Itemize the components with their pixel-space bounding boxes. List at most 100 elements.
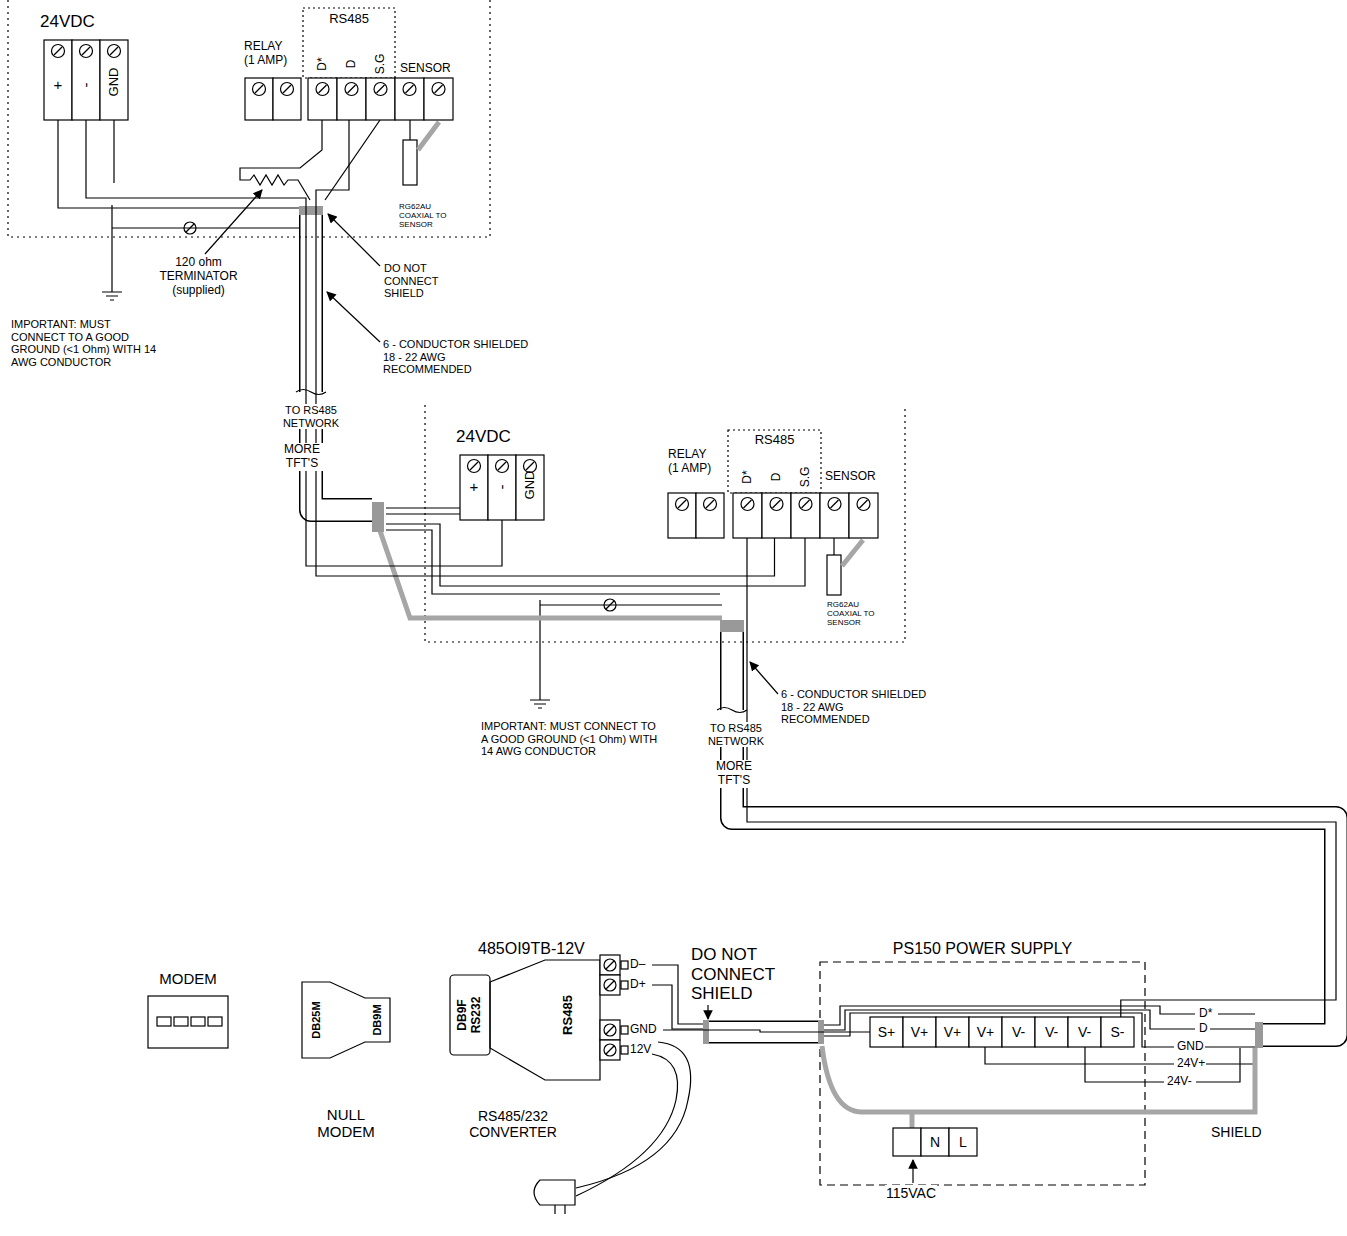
- screw-slot: [435, 85, 443, 93]
- terminal-label: S.G: [799, 467, 813, 488]
- note-label: IMPORTANT: MUST CONNECT TO A GOOD GROUND…: [10, 318, 162, 369]
- terminal-label: -: [77, 83, 94, 88]
- terminal-cell: [1101, 1017, 1134, 1047]
- drawing-rect: [450, 975, 490, 1055]
- terminal-label: S+: [870, 1024, 903, 1040]
- terminal-screw: [604, 1044, 616, 1056]
- drawing-g: [311, 212, 1336, 1035]
- terminal-cell: [936, 1017, 969, 1047]
- note-label: 115VAC: [885, 1185, 937, 1201]
- terminal-label: RS485: [561, 995, 576, 1035]
- drawing-g: [378, 122, 1255, 1128]
- wire-connector: [316, 120, 775, 576]
- sensor-terminal-block: SENSOR: [821, 468, 883, 538]
- terminal-screw: [604, 979, 616, 991]
- drawing-path: [606, 601, 614, 609]
- terminal-label: D*: [741, 470, 755, 483]
- terminal-screw: [374, 83, 387, 96]
- terminal-cell: [516, 455, 544, 520]
- sensor-terminal-block: SENSOR: [396, 60, 458, 120]
- screw-slot: [802, 500, 810, 508]
- terminal-cell: [395, 78, 424, 120]
- drawing-rect: [208, 1017, 222, 1026]
- drawing-rect: [148, 996, 228, 1048]
- terminal-screw: [741, 498, 754, 511]
- note-label: D*: [1198, 1007, 1213, 1021]
- drawing-g: [299, 206, 1263, 1048]
- terminal-screw: [704, 498, 717, 511]
- drawing-path: [425, 405, 905, 642]
- terminal-tab: [621, 981, 628, 989]
- drawing-path: [186, 224, 194, 232]
- terminal-screw: [828, 498, 841, 511]
- note-label: 120 ohm TERMINATOR (supplied): [150, 256, 247, 297]
- drawing-path: [842, 540, 863, 566]
- drawing-rect: [728, 430, 821, 493]
- note-label: SHIELD: [1210, 1124, 1263, 1140]
- screw-slot: [82, 47, 90, 55]
- terminal-cell: [969, 1017, 1002, 1047]
- terminal-screw: [857, 498, 870, 511]
- drawing-path: [1085, 1047, 1164, 1082]
- terminal-cell: [921, 1128, 949, 1156]
- terminal-cell: [600, 1040, 620, 1060]
- note-label: MORE TFT'S: [708, 760, 760, 788]
- terminal-cell: [949, 1128, 977, 1156]
- terminal-cell: [903, 1017, 936, 1047]
- note-label: D: [1198, 1022, 1209, 1036]
- screw-slot: [606, 1026, 614, 1034]
- terminal-label: 24VDC: [456, 427, 548, 447]
- terminal-label: RELAY (1 AMP): [668, 448, 716, 476]
- note-label: 6 - CONDUCTOR SHIELDED 18 - 22 AWG RECOM…: [382, 338, 534, 376]
- terminal-label: RS485: [728, 433, 821, 448]
- terminal-screw: [604, 1024, 616, 1036]
- drawing-rect: [820, 962, 1145, 1185]
- terminal-cell: [1068, 1017, 1101, 1047]
- wire-connector: [663, 1030, 870, 1032]
- terminal-screw: [432, 83, 445, 96]
- note-label: TO RS485 NETWORK: [262, 404, 360, 429]
- drawing-path: [327, 292, 380, 342]
- terminal-label: V+: [936, 1024, 969, 1040]
- drawing-path: [490, 960, 600, 1080]
- screw-slot: [606, 961, 614, 969]
- drawing-path: [378, 525, 722, 618]
- screw-slot: [678, 500, 686, 508]
- drawing-path: [910, 1112, 915, 1128]
- terminal-label: RELAY (1 AMP): [244, 40, 292, 68]
- cable-body: [722, 632, 743, 710]
- drawing-path: [418, 122, 439, 150]
- drawing-path: [58, 120, 300, 208]
- terminal-label: GND: [630, 1023, 660, 1037]
- drawing-rect: [174, 1017, 188, 1026]
- screw-slot: [255, 85, 263, 93]
- terminal-screw: [468, 460, 481, 473]
- terminal-label: D: [770, 473, 784, 482]
- screw-slot: [606, 1046, 614, 1054]
- cable-outline: [720, 632, 744, 710]
- drawing-rect: [403, 140, 417, 185]
- terminal-screw: [52, 45, 65, 58]
- terminal-label: N: [921, 1134, 949, 1150]
- note-label: 6 - CONDUCTOR SHIELDED 18 - 22 AWG RECOM…: [780, 688, 932, 726]
- power-terminal-block: 24VDC+-GND: [456, 427, 548, 520]
- terminal-cell: [488, 455, 516, 520]
- drawing-path: [822, 1046, 1255, 1112]
- drawing-path: [912, 1160, 913, 1183]
- drawing-circle: [604, 599, 616, 611]
- drawing-path: [822, 1013, 1174, 1047]
- drawing-rect: [157, 1017, 171, 1026]
- terminal-tab: [621, 1026, 628, 1034]
- terminal-label: PS150 POWER SUPPLY: [820, 940, 1145, 958]
- note-label: MORE TFT'S: [276, 443, 328, 471]
- note-label: RG62AU COAXIAL TO SENSOR: [398, 202, 448, 230]
- screw-slot: [773, 500, 781, 508]
- terminal-label: GND: [107, 68, 122, 97]
- screw-slot: [498, 462, 506, 470]
- drawing-path: [1196, 1014, 1255, 1082]
- null-modem-adapter: DB25MDB9MNULL MODEM: [300, 978, 392, 1150]
- screw-slot: [54, 47, 62, 55]
- note-label: RG62AU COAXIAL TO SENSOR: [826, 600, 876, 628]
- terminal-label: D: [345, 60, 359, 69]
- terminal-label: DB25M: [310, 1001, 323, 1038]
